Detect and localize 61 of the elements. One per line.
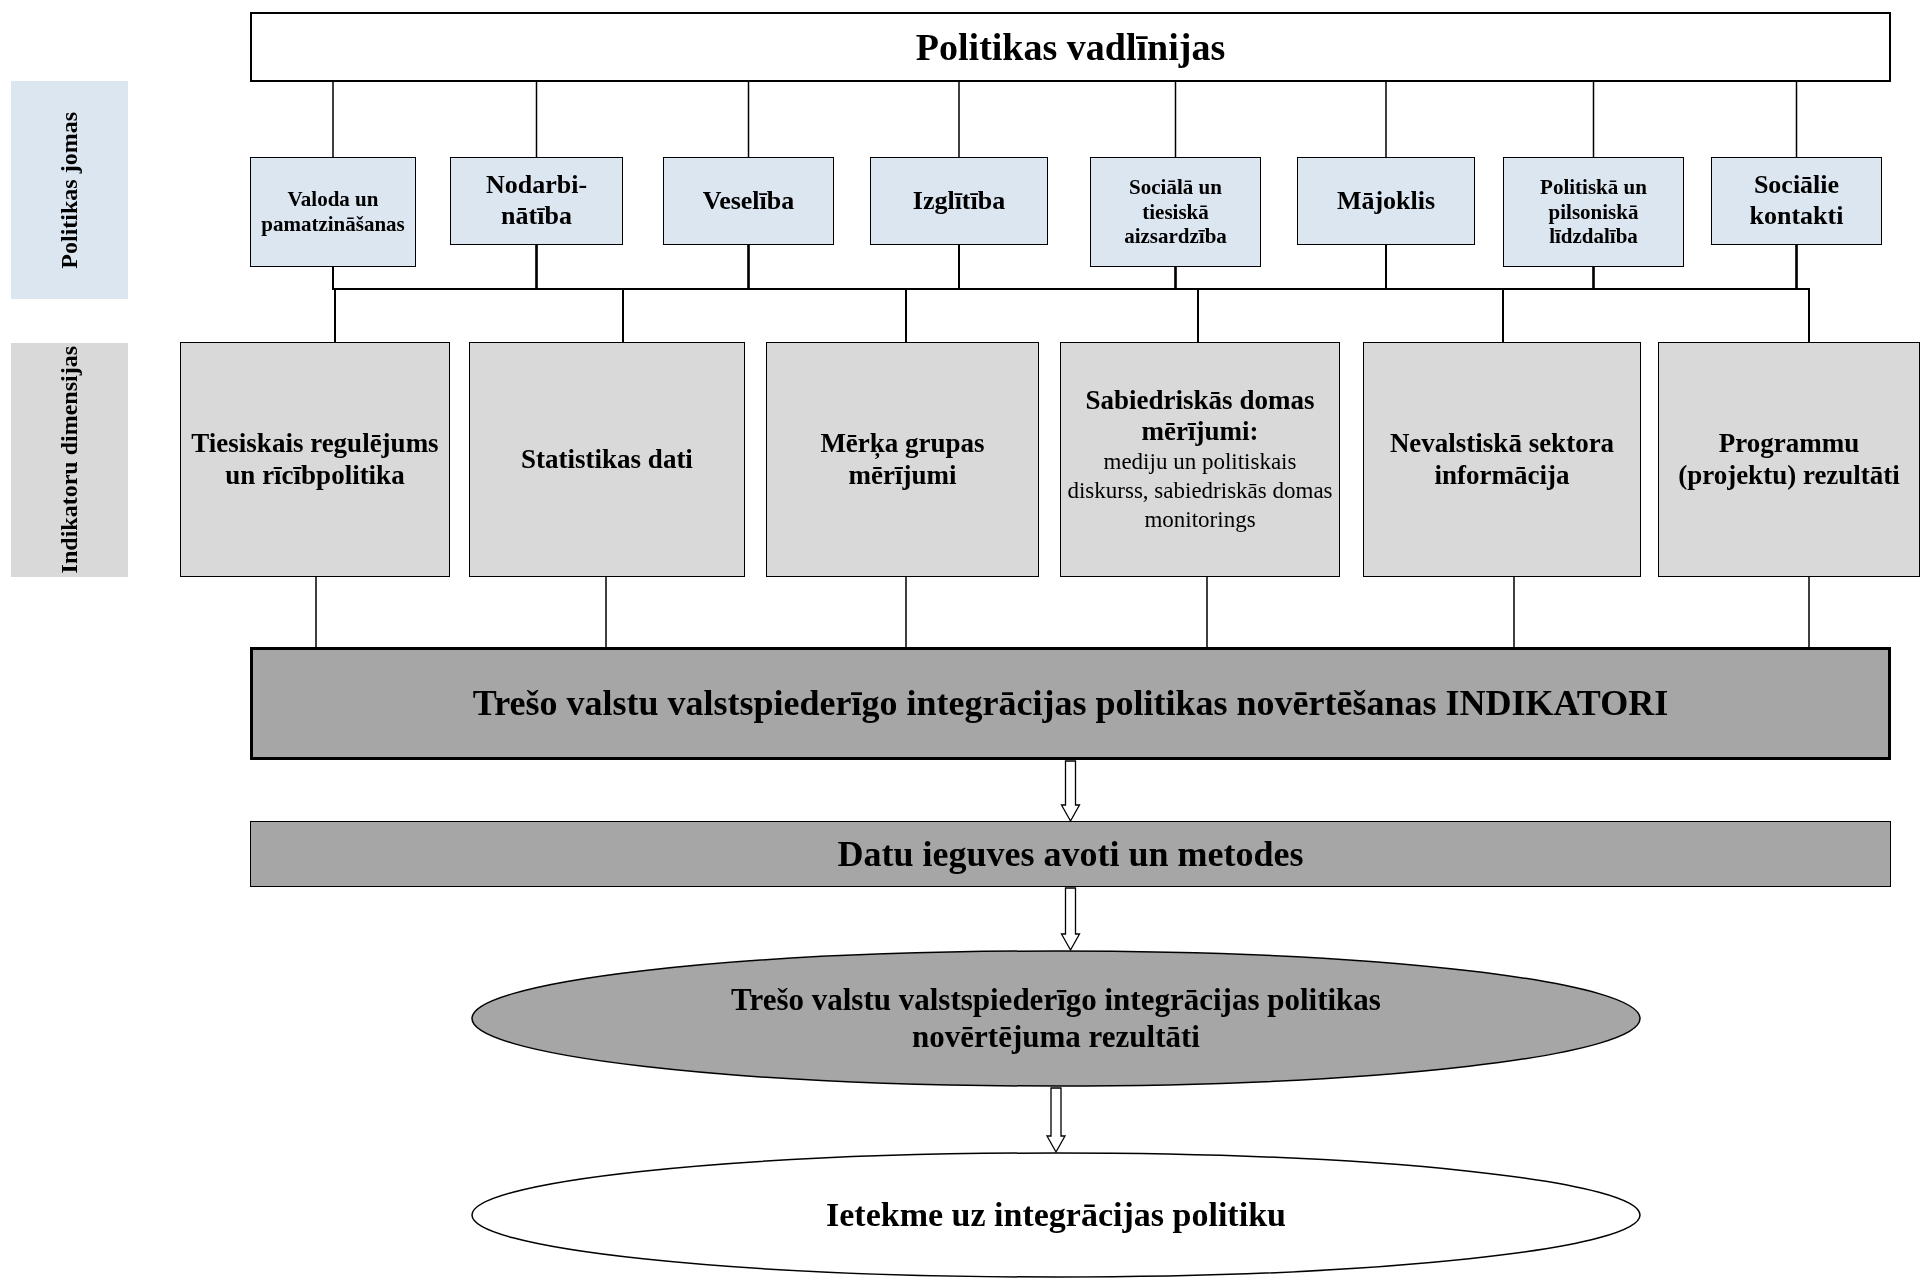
box-label: Ietekme uz integrācijas politiku <box>826 1194 1286 1235</box>
dimension-box <box>1060 342 1340 577</box>
connector-line <box>905 576 907 648</box>
box-label: Politiskā un pilsoniskā līdzdalība <box>1539 174 1648 250</box>
box-label: Sociālā un tiesiskā aizsardzība <box>1123 174 1228 250</box>
connector-line <box>605 576 607 648</box>
policy-area-box <box>1503 157 1684 267</box>
hollow-arrow <box>1060 760 1081 823</box>
dimension-box <box>469 342 745 577</box>
indicators-box <box>250 647 1891 760</box>
connector-line <box>1206 576 1208 648</box>
box-label: Nevalstiskā sektora informācija <box>1388 427 1616 492</box>
result-ellipse <box>471 950 1641 1087</box>
side-label-box <box>11 343 128 577</box>
side-label: Politikas jomas <box>55 111 83 269</box>
box-label: Trešo valstu valstspiederīgo integrācijas politikas novērtējuma rezultāti <box>730 981 1382 1056</box>
dimension-box <box>180 342 450 577</box>
policy-area-box <box>1711 157 1882 245</box>
connector-line <box>1385 81 1387 158</box>
box-label: Valoda un pamatzināšanas <box>260 187 406 237</box>
hollow-arrow <box>1045 1087 1067 1154</box>
box-label: Izglītība <box>912 185 1006 217</box>
box-label: Datu ieguves avoti un metodes <box>837 832 1304 876</box>
connector-line <box>1795 244 1810 343</box>
policy-area-box <box>250 157 416 267</box>
box-label: Programmu (projektu) rezultāti <box>1677 427 1901 492</box>
box-label: Mērķa grupas mērījumi <box>819 427 986 492</box>
box-label: Sociālie kontakti <box>1748 170 1845 232</box>
connector-line <box>1513 576 1515 648</box>
box-label: Sabiedriskās domas mērījumi: <box>1084 384 1316 449</box>
connector-line <box>315 576 317 648</box>
box-description: mediju un politiskais diskurss, sabiedriskās domas monitorings <box>1067 448 1333 534</box>
side-label: Indikatoru dimensijas <box>55 346 83 574</box>
box-label: Statistikas dati <box>521 443 693 476</box>
box-label: Mājoklis <box>1336 185 1436 217</box>
box-label: Veselība <box>702 185 795 217</box>
box-label: Nodarbi-nātība <box>484 170 589 232</box>
box-label: Politikas vadlīnijas <box>915 24 1226 70</box>
process-box <box>250 821 1891 887</box>
connector-line <box>1592 81 1595 158</box>
connector-line <box>332 81 334 158</box>
dimension-box <box>766 342 1039 577</box>
heading-box <box>250 12 1891 82</box>
connector-line <box>747 81 750 158</box>
dimension-box <box>1363 342 1641 577</box>
connector-line <box>1174 81 1177 158</box>
box-label: Tiesiskais regulējums un rīcībpolitika <box>190 427 440 492</box>
policy-area-box <box>663 157 834 245</box>
connector-line <box>958 81 960 158</box>
policy-area-box <box>1090 157 1261 267</box>
box-label: Trešo valstu valstspiederīgo integrācijas politikas novērtēšanas INDIKATORI <box>472 682 1669 725</box>
connector-line <box>535 81 538 158</box>
side-label-box <box>11 81 128 299</box>
policy-area-box <box>1297 157 1475 245</box>
dimension-box <box>1658 342 1920 577</box>
policy-area-box <box>870 157 1048 245</box>
outcome-ellipse <box>471 1152 1641 1278</box>
hollow-arrow <box>1060 887 1081 952</box>
policy-area-box <box>450 157 623 245</box>
connector-line <box>1808 576 1810 648</box>
connector-line <box>1795 81 1798 158</box>
